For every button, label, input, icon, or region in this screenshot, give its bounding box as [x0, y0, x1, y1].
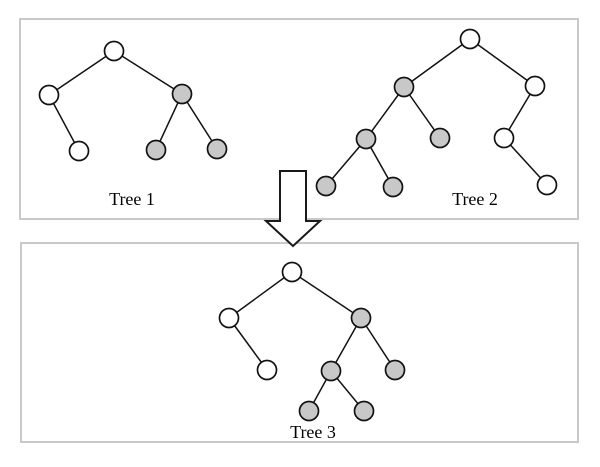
tree-3-edge-0 [228, 271, 293, 319]
tree-3-edge-4 [360, 317, 396, 371]
tree-2-node-5-white [493, 127, 515, 149]
tree-2-edge-1 [469, 38, 536, 87]
tree-2-node-0-white [459, 28, 481, 50]
tree-3-edge-1 [291, 271, 362, 319]
tree-3-node-3-white [256, 359, 278, 381]
arrow-layer [263, 170, 323, 248]
trees-layer: Tree 1 Tree 2 Tree 3 [38, 28, 558, 442]
tree-3-node-1-white [218, 307, 240, 329]
tree-3-node-6-gray [298, 400, 320, 422]
tree-3-node-2-gray [350, 307, 372, 329]
tree-3: Tree 3 [218, 261, 406, 442]
tree-1-node-0-white [103, 40, 125, 62]
merge-arrow [263, 170, 323, 248]
tree-1-edge-2 [48, 94, 80, 152]
tree-3-node-0-white [281, 261, 303, 283]
tree-2-node-1-gray [393, 76, 415, 98]
tree-1-edge-4 [181, 93, 218, 150]
tree-3-node-4-gray [320, 360, 342, 382]
tree-2-edge-3 [403, 86, 441, 139]
tree-2-edge-7 [503, 137, 548, 186]
tree-1-edge-0 [48, 50, 115, 96]
tree-2-node-7-gray [382, 176, 404, 198]
tree-2-node-8-white [536, 174, 558, 196]
tree-2-label: Tree 2 [452, 189, 498, 209]
tree-1: Tree 1 [38, 40, 228, 209]
tree-2-node-6-gray [315, 175, 337, 197]
tree-3-label: Tree 3 [290, 422, 336, 442]
tree-1-node-3-white [68, 140, 90, 162]
tree-2-node-2-white [524, 75, 546, 97]
tree-2-edge-0 [403, 38, 471, 88]
tree-2: Tree 2 [315, 28, 558, 209]
tree-2-node-3-gray [355, 128, 377, 150]
tree-1-node-5-gray [206, 138, 228, 160]
tree-2-node-4-gray [429, 127, 451, 149]
tree-3-node-5-gray [384, 359, 406, 381]
tree-3-edge-2 [228, 317, 268, 371]
tree-1-node-4-gray [145, 139, 167, 161]
tree-2-edge-2 [365, 86, 405, 140]
tree-3-node-7-gray [353, 400, 375, 422]
tree-1-node-1-white [38, 84, 60, 106]
tree-1-label: Tree 1 [109, 189, 155, 209]
tree-1-edge-1 [113, 50, 183, 95]
tree-1-node-2-gray [171, 83, 193, 105]
